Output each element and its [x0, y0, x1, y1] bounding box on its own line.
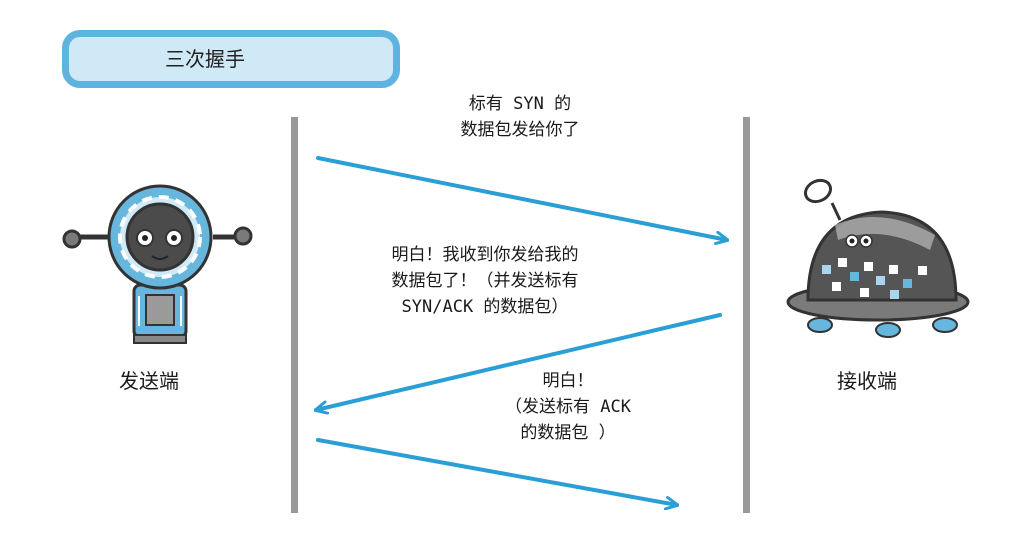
syn-ack-arrow	[316, 313, 722, 410]
syn-message: 标有 SYN 的 数据包发给你了	[420, 91, 620, 143]
syn-ack-message-line: 数据包了！（并发送标有	[391, 271, 579, 291]
ack-message: 明白！ （发送标有 ACK 的数据包 ）	[468, 368, 668, 446]
title-banner: 三次握手	[62, 30, 400, 88]
syn-message-line: 数据包发给你了	[460, 120, 580, 140]
receiver-lifeline	[743, 117, 750, 513]
receiver-robot-icon	[786, 178, 970, 338]
syn-message-line: 标有 SYN 的	[468, 94, 572, 114]
sender-lifeline	[291, 117, 298, 513]
syn-ack-message: 明白！我收到你发给我的 数据包了！（并发送标有 SYN/ACK 的数据包）	[340, 242, 630, 320]
ack-message-line: 明白！	[542, 371, 594, 391]
ack-arrow	[316, 438, 677, 505]
syn-ack-message-line: 明白！我收到你发给我的	[391, 245, 579, 265]
sender-robot-icon	[62, 184, 253, 344]
syn-arrow	[316, 156, 727, 240]
sender-label: 发送端	[119, 369, 179, 393]
diagram-title: 三次握手	[165, 47, 245, 71]
receiver-label: 接收端	[837, 369, 897, 393]
ack-message-line: （发送标有 ACK	[505, 397, 631, 417]
ack-message-line: 的数据包 ）	[520, 423, 616, 443]
syn-ack-message-line: SYN/ACK 的数据包）	[401, 297, 569, 317]
